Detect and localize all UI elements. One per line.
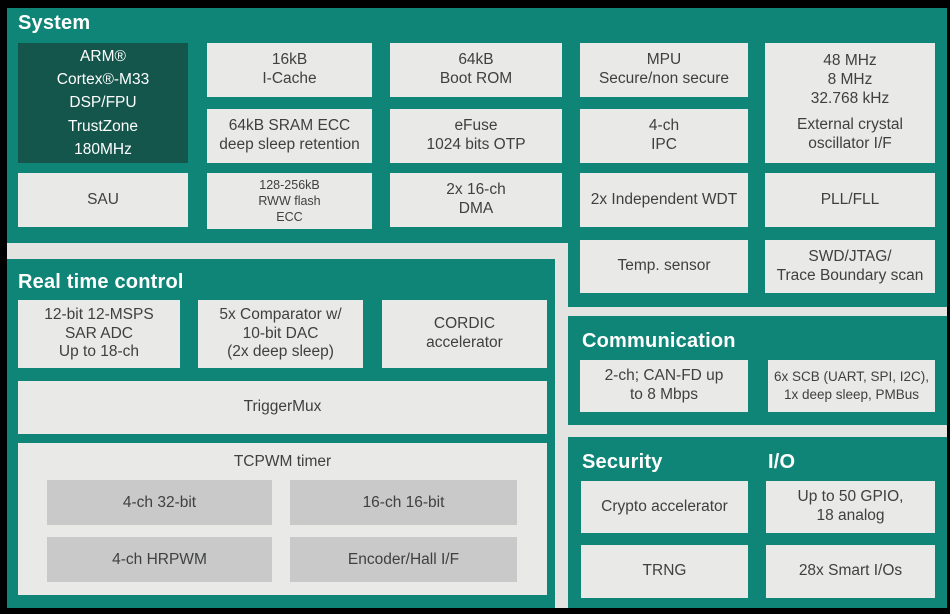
block-tcpwm-32bit: 4-ch 32-bit — [47, 480, 272, 525]
security-title: Security — [582, 451, 663, 473]
block-crypto-accelerator: Crypto accelerator — [581, 481, 748, 533]
block-trigger-mux: TriggerMux — [18, 381, 547, 434]
block-swd-jtag: SWD/JTAG/ Trace Boundary scan — [765, 240, 935, 293]
block-sram: 64kB SRAM ECC deep sleep retention — [207, 109, 372, 163]
block-comparator-dac: 5x Comparator w/ 10-bit DAC (2x deep sle… — [198, 300, 363, 368]
block-smart-io: 28x Smart I/Os — [766, 545, 935, 598]
block-temp-sensor: Temp. sensor — [580, 240, 748, 293]
block-wdt: 2x Independent WDT — [580, 173, 748, 227]
block-cpu-cortex-m33: ARM® Cortex®-M33 DSP/FPU TrustZone 180MH… — [18, 43, 188, 163]
block-trng: TRNG — [581, 545, 748, 598]
block-mpu: MPU Secure/non secure — [580, 43, 748, 97]
block-tcpwm-timer: TCPWM timer 4-ch 32-bit 16-ch 16-bit 4-c… — [18, 443, 547, 595]
block-icache: 16kB I-Cache — [207, 43, 372, 97]
block-ipc: 4-ch IPC — [580, 109, 748, 163]
block-boot-rom: 64kB Boot ROM — [390, 43, 562, 97]
block-efuse: eFuse 1024 bits OTP — [390, 109, 562, 163]
communication-title: Communication — [582, 330, 736, 352]
block-scb: 6x SCB (UART, SPI, I2C), 1x deep sleep, … — [768, 360, 935, 412]
block-tcpwm-hrpwm: 4-ch HRPWM — [47, 537, 272, 582]
block-dma: 2x 16-ch DMA — [390, 173, 562, 227]
real-time-control-title: Real time control — [18, 271, 184, 293]
block-pll-fll: PLL/FLL — [765, 173, 935, 227]
external-crystal-label: External crystal oscillator I/F — [797, 116, 903, 153]
tcpwm-timer-title: TCPWM timer — [233, 453, 332, 470]
block-rww-flash: 128-256kB RWW flash ECC — [207, 173, 372, 229]
block-can-fd: 2-ch; CAN-FD up to 8 Mbps — [580, 360, 748, 412]
clock-frequencies: 48 MHz 8 MHz 32.768 kHz — [810, 51, 890, 107]
block-sau: SAU — [18, 173, 188, 227]
io-title: I/O — [768, 451, 796, 473]
block-clocks-oscillator: 48 MHz 8 MHz 32.768 kHz External crystal… — [765, 43, 935, 163]
block-tcpwm-16bit: 16-ch 16-bit — [290, 480, 517, 525]
system-title: System — [18, 12, 91, 34]
block-sar-adc: 12-bit 12-MSPS SAR ADC Up to 18-ch — [18, 300, 180, 368]
block-tcpwm-encoder: Encoder/Hall I/F — [290, 537, 517, 582]
block-cordic: CORDIC accelerator — [382, 300, 547, 368]
block-gpio: Up to 50 GPIO, 18 analog — [766, 481, 935, 533]
